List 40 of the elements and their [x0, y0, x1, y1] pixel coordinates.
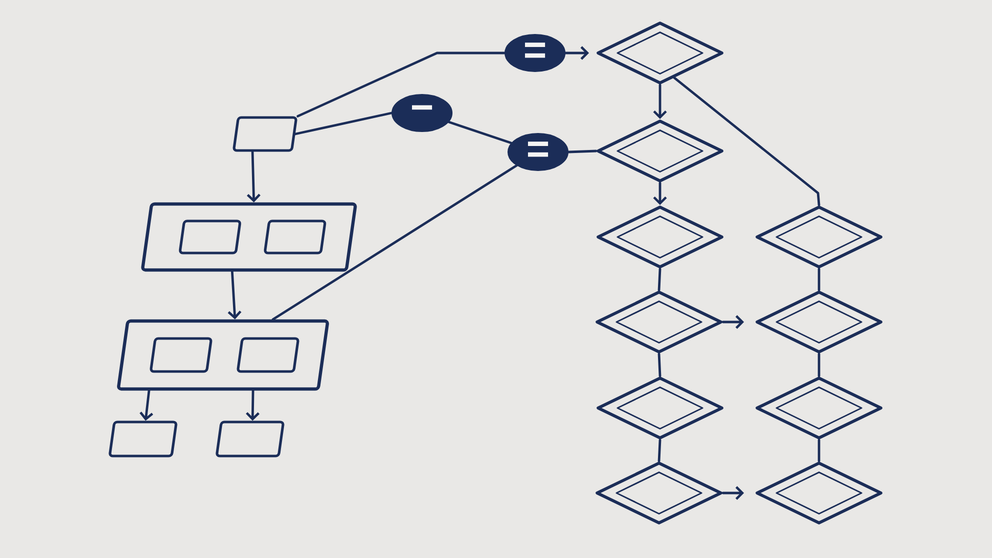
decision-diamond: [596, 206, 724, 268]
process-box: [150, 337, 212, 373]
connector-line: [658, 268, 662, 292]
arrow: [564, 46, 590, 60]
arrow: [246, 389, 260, 421]
decision-diamond: [756, 206, 882, 268]
decision-diamond: [756, 462, 882, 524]
connector-line: [658, 438, 662, 462]
decision-diamond: [596, 22, 724, 84]
connector-line: [658, 352, 662, 378]
connector-line: [818, 268, 820, 292]
arrow: [722, 315, 744, 329]
connector-line: [567, 150, 598, 154]
process-box: [232, 116, 298, 152]
decision-diamond: [596, 120, 724, 182]
arrow: [140, 389, 154, 421]
arrow: [246, 150, 261, 202]
connector-line: [448, 120, 512, 144]
process-box: [141, 202, 357, 272]
decision-diamond: [756, 376, 882, 440]
process-box: [178, 220, 242, 254]
process-box: [108, 420, 178, 458]
connector-line: [272, 164, 518, 321]
process-box: [264, 220, 326, 254]
connector-line: [296, 52, 506, 118]
decision-diamond: [756, 290, 882, 354]
arrow: [653, 182, 667, 205]
connector-line: [673, 76, 820, 206]
connector-line: [818, 438, 820, 462]
arrow: [722, 486, 744, 500]
process-box: [236, 337, 300, 373]
connector-line: [294, 112, 393, 136]
decision-diamond: [596, 376, 724, 440]
decision-diamond: [596, 290, 722, 354]
connector-line: [818, 352, 820, 378]
process-box: [117, 319, 329, 391]
arrow: [228, 270, 242, 320]
decision-diamond: [596, 462, 722, 524]
process-box: [216, 420, 284, 458]
arrow: [653, 84, 667, 119]
